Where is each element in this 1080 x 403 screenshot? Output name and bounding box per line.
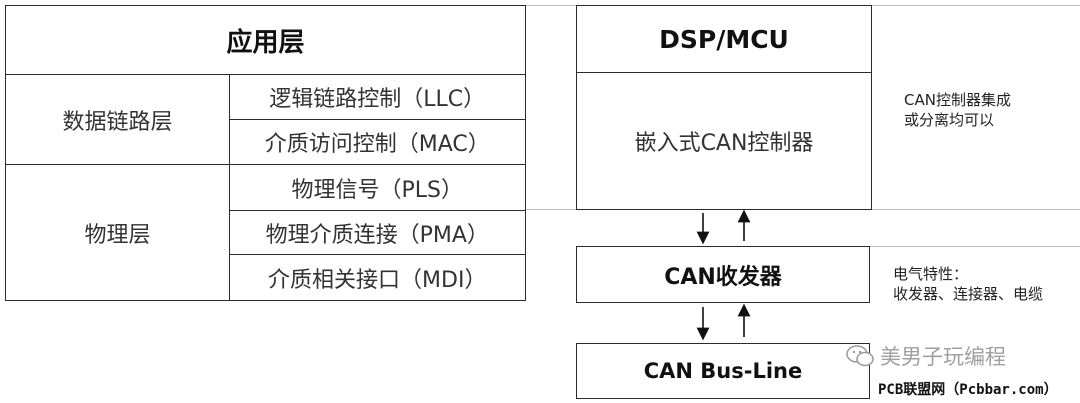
llc-label: 逻辑链路控制（LLC） [269,87,486,112]
site-watermark-text: PCB联盟网（Pcbbar.com） [878,382,1058,398]
controller-note-line1: CAN控制器集成 [904,91,1011,109]
site-watermark: PCB联盟网（Pcbbar.com） [878,379,1058,399]
embedded-controller-label: 嵌入式CAN控制器 [634,130,814,156]
osi-layer-table: 应用层 数据链路层 逻辑链路控制（LLC） 介质访问控制（MAC） 物理层 物理… [5,5,526,301]
pma-label: 物理介质连接（PMA） [265,222,489,248]
pls-cell: 物理信号（PLS） [228,164,526,211]
guide-line-middle [525,209,1080,210]
pls-label: 物理信号（PLS） [291,177,464,203]
electrical-note-line2: 收发器、连接器、电缆 [893,285,1044,303]
mdi-cell: 介质相关接口（MDI） [228,254,526,301]
application-layer-cell: 应用层 [5,5,526,75]
dsp-mcu-box: DSP/MCU [576,5,872,73]
wechat-watermark-text: 美男子玩编程 [880,345,1006,369]
embedded-controller-box: 嵌入式CAN控制器 [576,71,872,210]
physical-layer-cell: 物理层 [5,164,230,301]
bus-line-box: CAN Bus-Line [576,343,870,399]
transceiver-box: CAN收发器 [576,246,870,303]
electrical-note-line1: 电气特性： [893,265,969,283]
mdi-label: 介质相关接口（MDI） [268,267,487,293]
data-link-layer-label: 数据链路层 [62,109,173,135]
transceiver-label: CAN收发器 [664,264,782,290]
data-link-layer-cell: 数据链路层 [5,73,230,166]
guide-line-transceiver [870,246,1080,247]
llc-cell: 逻辑链路控制（LLC） [228,73,526,121]
controller-note-line2: 或分离均可以 [904,111,995,129]
wechat-watermark: 美男子玩编程 [846,341,1006,371]
electrical-note: 电气特性： 收发器、连接器、电缆 [893,264,1079,304]
dsp-mcu-label: DSP/MCU [659,24,789,54]
pma-cell: 物理介质连接（PMA） [228,209,526,256]
mac-label: 介质访问控制（MAC） [264,132,490,158]
application-layer-label: 应用层 [226,27,305,58]
mac-cell: 介质访问控制（MAC） [228,119,526,166]
physical-layer-label: 物理层 [84,222,151,248]
bus-line-label: CAN Bus-Line [643,359,803,383]
controller-note: CAN控制器集成 或分离均可以 [904,90,1076,130]
wechat-icon [846,345,874,367]
